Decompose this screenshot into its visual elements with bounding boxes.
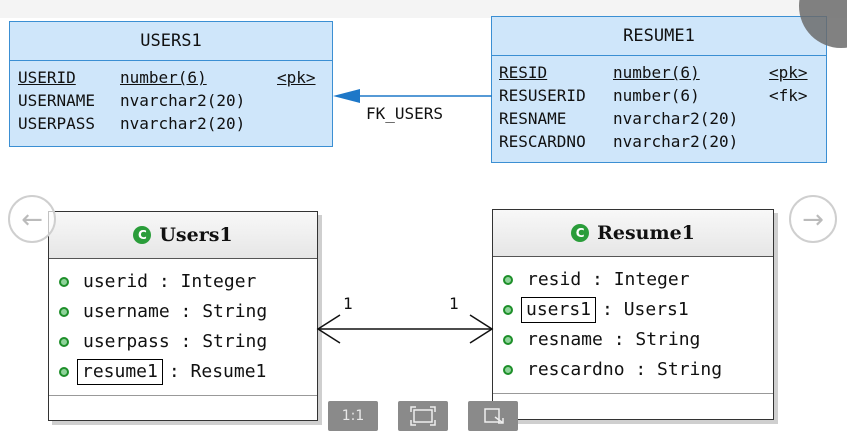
er-row: USERPASS nvarchar2(20) (10, 112, 332, 135)
attribute-list: resid : Integer users1 : Users1 resname … (493, 257, 773, 394)
column-name: USERID (18, 68, 76, 87)
attribute: userid : Integer (49, 267, 317, 297)
uml-class-header: C Users1 (49, 212, 317, 259)
attribute: resid : Integer (493, 265, 773, 295)
column-name: RESUSERID (499, 86, 586, 105)
fk-reference-connector (333, 89, 492, 103)
er-row: RESNAME nvarchar2(20) (492, 107, 826, 130)
uml-class-header: C Resume1 (493, 210, 773, 257)
field-icon (503, 305, 513, 315)
column-type: nvarchar2(20) (120, 91, 246, 110)
prev-button[interactable]: ← (8, 195, 56, 243)
attribute: username : String (49, 297, 317, 327)
field-icon (59, 337, 69, 347)
column-name: RESNAME (499, 109, 567, 128)
uml-class-users1: C Users1 userid : Integer username : Str… (48, 211, 318, 421)
column-name: USERNAME (18, 91, 96, 110)
class-icon: C (571, 224, 590, 242)
fit-screen-icon (410, 406, 436, 426)
arrow-right-icon: → (802, 205, 824, 235)
uml-class-title: Resume1 (597, 222, 695, 244)
actual-size-button[interactable]: 1:1 (328, 401, 378, 431)
er-table-title: USERS1 (10, 22, 332, 61)
attribute: users1 : Users1 (493, 295, 773, 325)
top-band (0, 0, 847, 18)
er-row: USERID number(6) <pk> (10, 66, 332, 89)
uml-class-resume1: C Resume1 resid : Integer users1 : Users… (492, 209, 774, 420)
attribute: userpass : String (49, 327, 317, 357)
column-type: number(6) (613, 63, 700, 82)
highlighted-attribute-name: resume1 (77, 359, 163, 385)
class-icon: C (133, 226, 152, 244)
column-type: nvarchar2(20) (613, 132, 739, 151)
attribute-text: resname : String (527, 329, 701, 350)
attribute: rescardno : String (493, 355, 773, 385)
field-icon (503, 275, 513, 285)
export-icon (484, 408, 504, 424)
er-table-resume1: RESUME1 RESID number(6) <pk> RESUSERID n… (491, 16, 827, 163)
column-type: nvarchar2(20) (613, 109, 739, 128)
association-right-arrowhead (469, 314, 494, 344)
field-icon (503, 335, 513, 345)
attribute: resname : String (493, 325, 773, 355)
arrow-left-icon: ← (21, 205, 43, 235)
attribute-text: userpass : String (83, 331, 268, 352)
er-row: RESCARDNO nvarchar2(20) (492, 130, 826, 153)
attribute-text: rescardno : String (527, 359, 723, 380)
column-key: <pk> (277, 68, 316, 87)
column-key: <pk> (769, 63, 808, 82)
column-name: RESID (499, 63, 548, 82)
column-key: <fk> (769, 86, 808, 105)
association-left-arrowhead (316, 314, 341, 344)
actual-size-label: 1:1 (341, 408, 365, 424)
fit-screen-button[interactable] (398, 401, 448, 431)
association-connector (316, 314, 494, 344)
fk-arrowhead (333, 89, 360, 103)
next-button[interactable]: → (789, 195, 837, 243)
export-button[interactable] (468, 401, 518, 431)
field-icon (503, 365, 513, 375)
er-row: RESID number(6) <pk> (492, 61, 826, 84)
column-type: nvarchar2(20) (120, 114, 246, 133)
field-icon (59, 307, 69, 317)
attribute-text: userid : Integer (83, 271, 257, 292)
multiplicity-left: 1 (343, 294, 353, 313)
er-table-title: RESUME1 (492, 17, 826, 56)
field-icon (59, 367, 69, 377)
er-row: USERNAME nvarchar2(20) (10, 89, 332, 112)
multiplicity-right: 1 (449, 294, 459, 313)
attribute-text: resid : Integer (527, 269, 690, 290)
column-type: number(6) (613, 86, 700, 105)
field-icon (59, 277, 69, 287)
highlighted-attribute-name: users1 (521, 297, 597, 323)
attribute: resume1 : Resume1 (49, 357, 317, 387)
attribute-text: username : String (83, 301, 268, 322)
attribute-list: userid : Integer username : String userp… (49, 259, 317, 396)
column-name: USERPASS (18, 114, 96, 133)
attribute-type: : Users1 (602, 299, 689, 320)
fk-label: FK_USERS (366, 104, 444, 123)
attribute-type: : Resume1 (168, 361, 267, 382)
er-row: RESUSERID number(6) <fk> (492, 84, 826, 107)
uml-class-title: Users1 (159, 224, 233, 246)
column-type: number(6) (120, 68, 207, 87)
er-table-users1: USERS1 USERID number(6) <pk> USERNAME nv… (9, 21, 333, 147)
column-name: RESCARDNO (499, 132, 586, 151)
